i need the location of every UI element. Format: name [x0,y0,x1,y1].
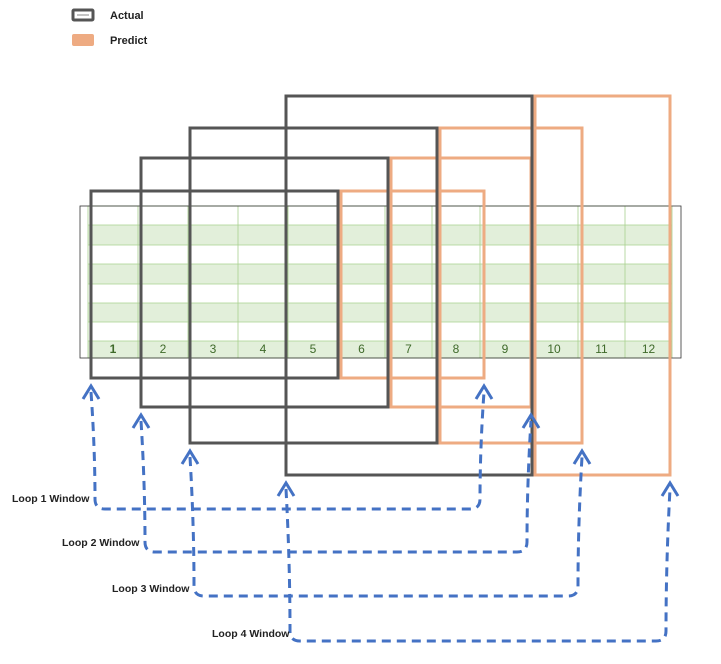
loop-arrows [81,383,680,643]
legend-label-actual: Actual [110,10,144,22]
table-band [88,264,672,284]
legend-swatch-predict [72,34,94,46]
actual-window-loop-4 [284,94,534,477]
loop-label-3: Loop 3 Window [112,583,190,595]
column-number-6: 6 [358,342,365,356]
column-number-7: 7 [405,342,412,356]
loop-label-1: Loop 1 Window [12,493,90,505]
column-number-8: 8 [453,342,460,356]
arrowhead-left-loop-4 [276,480,296,497]
loop-arrow-path-2 [139,420,533,554]
loop-label-4: Loop 4 Window [212,628,290,640]
column-number-4: 4 [260,342,267,356]
arrowhead-right-loop-1 [474,383,494,400]
table-band [88,225,672,245]
arrowhead-left-loop-3 [180,448,200,465]
windows [89,94,672,477]
table-band [88,303,672,322]
arrowhead-left-loop-2 [131,412,151,429]
predict-window-loop-3 [438,126,584,445]
arrowhead-right-loop-4 [660,480,680,497]
column-number-1: 1 [110,342,117,356]
predict-window-loop-4 [533,94,672,477]
column-number-11: 11 [595,342,608,356]
arrowhead-right-loop-3 [572,448,592,465]
table-border [79,205,682,359]
loop-label-2: Loop 2 Window [62,537,140,549]
legend-label-predict: Predict [110,35,148,47]
column-number-3: 3 [210,342,217,356]
loop-arrow-path-3 [188,456,584,598]
actual-window-loop-2 [139,156,390,409]
table-band [88,341,672,358]
actual-window-loop-3 [188,126,439,445]
predict-window-loop-1 [339,189,486,380]
actual-window-loop-1 [89,189,340,380]
column-number-10: 10 [547,342,561,356]
arrowhead-right-loop-2 [521,412,541,429]
column-number-2: 2 [160,342,167,356]
arrowhead-left-loop-1 [81,383,101,400]
loop-arrow-path-4 [284,488,672,643]
column-number-5: 5 [310,342,317,356]
column-number-12: 12 [642,342,656,356]
column-number-9: 9 [502,342,509,356]
